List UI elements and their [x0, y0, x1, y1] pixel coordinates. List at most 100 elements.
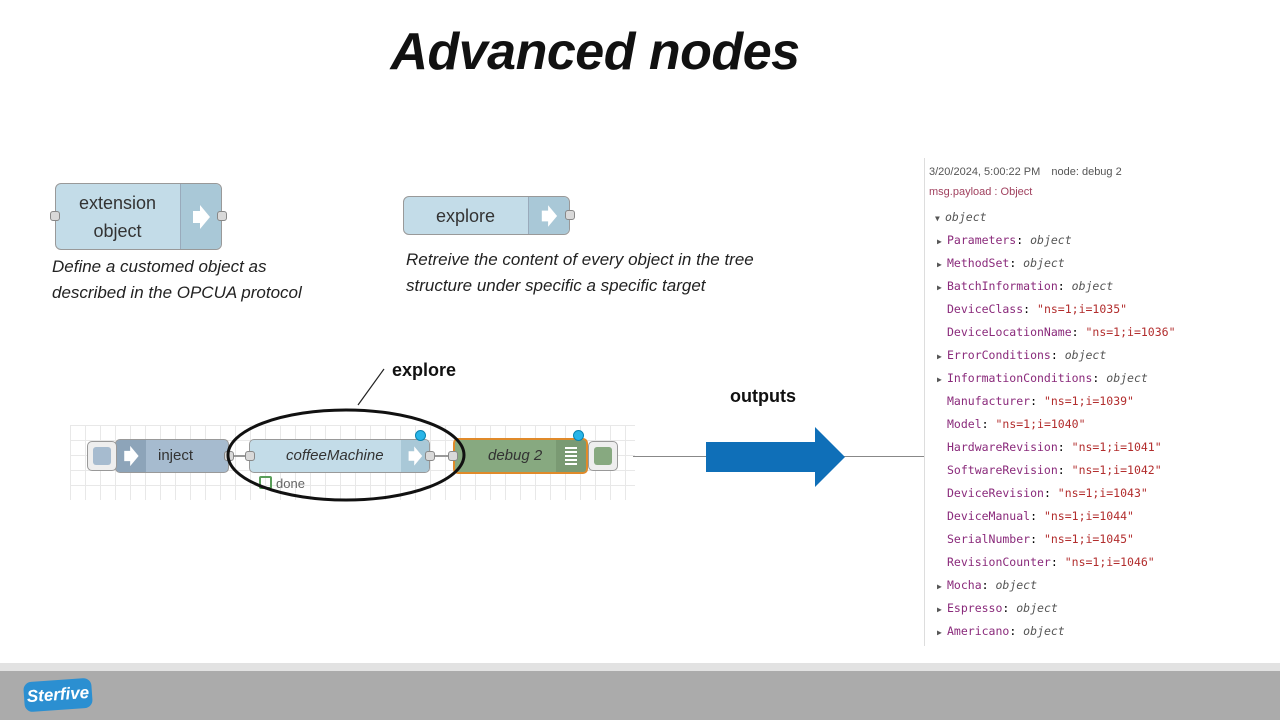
debug-separator: :: [1030, 394, 1044, 408]
debug-topic: msg.payload : Object: [929, 186, 1033, 198]
extension-node-input-port[interactable]: [50, 211, 60, 221]
caret-right-icon: ▶: [937, 283, 942, 292]
debug-separator: :: [1002, 601, 1017, 615]
debug-message-panel[interactable]: 3/20/2024, 5:00:22 PM node: debug 2 msg.…: [924, 158, 1280, 646]
debug-root-object[interactable]: ▼object: [935, 210, 987, 224]
debug-list-icon: [565, 447, 577, 465]
debug-tree-row[interactable]: ▶Espresso: object: [937, 601, 1058, 615]
debug-separator: :: [1043, 486, 1058, 500]
debug-tree-row: DeviceLocationName: "ns=1;i=1036": [937, 325, 1176, 339]
debug-tree-row[interactable]: ▶ Americano: object: [937, 624, 1065, 638]
debug-tree-row: DeviceRevision: "ns=1;i=1043": [937, 486, 1148, 500]
flow-inject-node[interactable]: inject: [115, 439, 229, 473]
explore-node-description-2: structure under specific a specific targ…: [406, 276, 706, 295]
debug-input-port[interactable]: [448, 451, 458, 461]
connector-line-left: [633, 456, 707, 457]
debug-tree-row: SerialNumber: "ns=1;i=1045": [937, 532, 1134, 546]
caret-right-icon: ▶: [937, 260, 942, 269]
debug-value: "ns=1;i=1040": [995, 417, 1086, 431]
debug-key: Mocha: [947, 578, 982, 592]
debug-separator: :: [1023, 302, 1038, 316]
caret-right-icon: ▶: [937, 375, 942, 384]
debug-separator: :: [981, 417, 996, 431]
debug-value: object: [1064, 348, 1107, 362]
debug-tree-row[interactable]: ▶MethodSet: object: [937, 256, 1065, 270]
caret-right-icon: ▶: [937, 352, 942, 361]
debug-toggle-button[interactable]: [588, 441, 618, 471]
outputs-label: outputs: [730, 386, 796, 406]
outputs-arrow-icon: [706, 427, 845, 487]
debug-value: "ns=1;i=1046": [1064, 555, 1155, 569]
caret-right-icon: ▶: [937, 628, 942, 637]
debug-key: ErrorConditions: [947, 348, 1051, 362]
coffee-machine-changed-indicator: [415, 430, 426, 441]
debug-key: BatchInformation: [947, 279, 1058, 293]
flow-debug-node[interactable]: debug 2: [453, 438, 588, 474]
debug-value: "ns=1;i=1043": [1057, 486, 1148, 500]
extension-object-node[interactable]: extension object: [55, 183, 222, 250]
debug-message-meta: 3/20/2024, 5:00:22 PM node: debug 2: [929, 166, 1122, 178]
inject-icon-area: [116, 440, 146, 472]
coffee-machine-output-port[interactable]: [425, 451, 435, 461]
debug-key: Parameters: [947, 233, 1017, 247]
inject-button-face: [93, 447, 111, 465]
caret-right-icon: ▶: [937, 237, 942, 246]
debug-tree-row: DeviceManual: "ns=1;i=1044": [937, 509, 1134, 523]
debug-separator: :: [1050, 348, 1065, 362]
debug-tree-row[interactable]: ▶InformationConditions: object: [937, 371, 1148, 385]
explore-node-icon-area: [528, 197, 569, 234]
debug-key: Manufacturer: [947, 394, 1031, 408]
debug-value: object: [1030, 233, 1072, 247]
connector-line-right: [843, 456, 924, 457]
debug-value: "ns=1;i=1035": [1037, 302, 1128, 316]
debug-key: SoftwareRevision: [947, 463, 1058, 477]
debug-separator: :: [1057, 440, 1072, 454]
debug-tree-row[interactable]: ▶Parameters: object: [937, 233, 1072, 247]
explore-node-label: explore: [435, 206, 496, 226]
debug-separator: :: [981, 578, 996, 592]
debug-key: Americano: [947, 624, 1010, 638]
debug-key: DeviceManual: [947, 509, 1031, 523]
debug-key: DeviceRevision: [947, 486, 1044, 500]
debug-tree-row: RevisionCounter: "ns=1;i=1046": [937, 555, 1155, 569]
debug-value: object: [1106, 371, 1148, 385]
explore-node-output-port[interactable]: [565, 210, 575, 220]
debug-node-name[interactable]: node: debug 2: [1051, 166, 1122, 178]
debug-tree-row: SoftwareRevision: "ns=1;i=1042": [937, 463, 1162, 477]
debug-tree-row[interactable]: ▶BatchInformation: object: [937, 279, 1113, 293]
debug-tree-row[interactable]: ▶ ErrorConditions: object: [937, 348, 1106, 362]
highlight-ellipse: [226, 408, 466, 502]
caret-right-icon: ▶: [937, 605, 942, 614]
debug-value: object: [1023, 256, 1065, 270]
explore-node[interactable]: explore: [403, 196, 570, 235]
debug-value: "ns=1;i=1036": [1085, 325, 1176, 339]
extension-node-description-2: described in the OPCUA protocol: [52, 283, 302, 302]
explore-annotation: explore: [392, 360, 457, 380]
debug-key: SerialNumber: [947, 532, 1031, 546]
debug-value: object: [995, 578, 1038, 592]
debug-separator: :: [1050, 555, 1065, 569]
debug-timestamp: 3/20/2024, 5:00:22 PM: [929, 166, 1041, 178]
debug-button-face: [594, 447, 612, 465]
debug-value: "ns=1;i=1045": [1043, 532, 1134, 546]
coffee-machine-input-port[interactable]: [245, 451, 255, 461]
flow-coffee-machine-node[interactable]: coffeeMachine: [249, 439, 430, 473]
debug-changed-indicator: [573, 430, 584, 441]
extension-node-icon-area: [180, 184, 221, 249]
coffee-machine-status-text: done: [276, 476, 305, 491]
debug-separator: :: [1092, 371, 1107, 385]
inject-trigger-button[interactable]: [87, 441, 117, 471]
debug-icon-area: [556, 440, 586, 472]
arrow-right-icon: [193, 204, 210, 229]
flow-wire: [435, 455, 453, 457]
debug-value: object: [1023, 624, 1065, 638]
debug-tree-row[interactable]: ▶Mocha: object: [937, 578, 1037, 592]
debug-tree-row: Manufacturer: "ns=1;i=1039": [937, 394, 1134, 408]
debug-separator: :: [1009, 624, 1024, 638]
footer-divider: [0, 663, 1280, 671]
extension-node-label-2: object: [93, 221, 142, 241]
flow-wire: [234, 455, 250, 457]
debug-separator: :: [1057, 279, 1072, 293]
extension-node-output-port[interactable]: [217, 211, 227, 221]
inject-arrow-icon: [124, 445, 139, 467]
